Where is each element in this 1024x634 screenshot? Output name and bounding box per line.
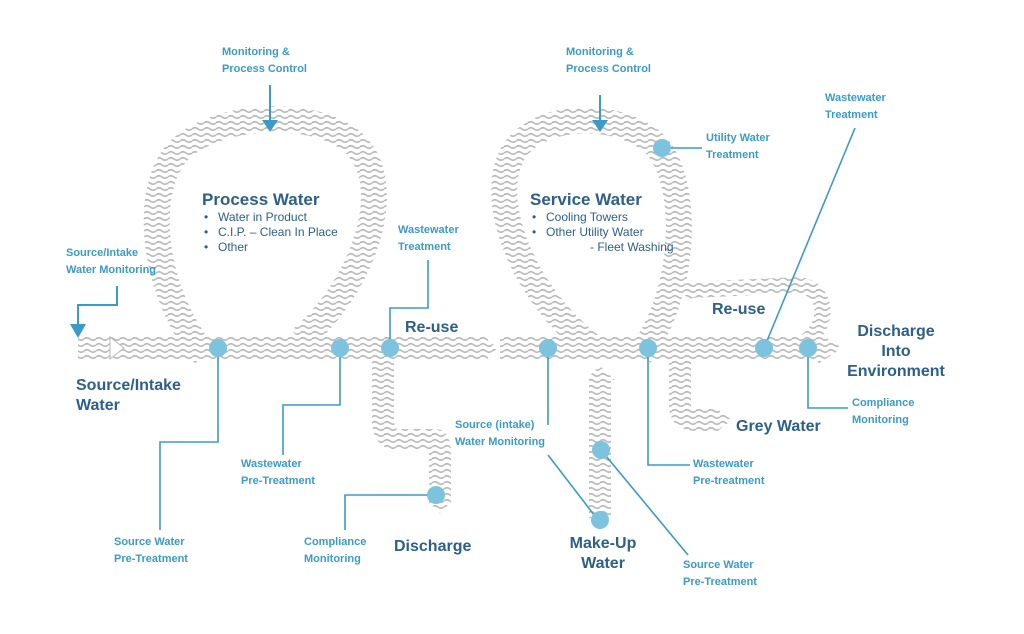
grey-water-label: Grey Water <box>736 418 821 435</box>
arrow-down-icon <box>262 120 278 132</box>
arrow-down-icon <box>70 324 86 338</box>
source-intake-monitoring-label: Source/Intake Water Monitoring <box>66 247 157 276</box>
discharge-environment-label: Discharge Into Environment <box>847 323 945 380</box>
source-water-pretreatment-label-right: Source Water Pre-Treatment <box>683 559 757 588</box>
process-water-title: Process Water <box>202 190 320 209</box>
node-makeup-pretreatment <box>592 441 610 459</box>
process-bullet: Water in Product <box>204 210 338 225</box>
service-water-title: Service Water <box>530 190 642 209</box>
utility-treatment-label: Utility Water Treatment <box>706 132 770 161</box>
discharge-label: Discharge <box>394 538 472 555</box>
wastewater-treatment-label-right: Wastewater Treatment <box>825 92 886 121</box>
node-wastewater-pretreatment-right <box>639 339 657 357</box>
service-water-bullets: Cooling Towers Other Utility Water <box>532 210 644 240</box>
flow-arrow-head-3 <box>818 332 842 364</box>
compliance-label-left: Compliance Monitoring <box>304 536 367 565</box>
monitoring-label-right: Monitoring & Process Control <box>566 46 651 75</box>
monitoring-arrows <box>70 85 608 338</box>
node-source-pretreatment <box>209 339 227 357</box>
grey-water-flow <box>669 360 732 432</box>
node-wastewater-treatment <box>381 339 399 357</box>
leader-lines <box>159 127 856 556</box>
compliance-label-right: Compliance Monitoring <box>852 397 915 426</box>
reuse-loop-right <box>676 276 831 353</box>
process-water-bullets: Water in Product C.I.P. – Clean In Place… <box>204 210 338 255</box>
source-water-pretreatment-label-left: Source Water Pre-Treatment <box>114 536 188 565</box>
monitoring-label-left: Monitoring & Process Control <box>222 46 307 75</box>
service-bullet: Cooling Towers <box>532 210 644 225</box>
reuse-label-right: Re-use <box>712 301 766 318</box>
flow-arrow-head-1 <box>109 335 125 361</box>
flow-band-left <box>78 337 488 359</box>
node-wastewater-pretreatment <box>331 339 349 357</box>
process-bullet: C.I.P. – Clean In Place <box>204 225 338 240</box>
node-source-intake-monitoring <box>539 339 557 357</box>
source-intake-water-label: Source/Intake Water <box>76 377 181 414</box>
process-bullet: Other <box>204 240 338 255</box>
wastewater-treatment-label-mid: Wastewater Treatment <box>398 224 459 253</box>
flow-arrow-head-2 <box>480 334 498 362</box>
source-intake-monitoring-label-mid: Source (intake) Water Monitoring <box>455 419 546 448</box>
node-compliance-right <box>799 339 817 357</box>
wastewater-pretreatment-label-left: Wastewater Pre-Treatment <box>241 458 315 487</box>
node-makeup-monitoring <box>591 511 609 529</box>
arrow-down-icon <box>592 120 608 132</box>
node-wastewater-treatment-right <box>755 339 773 357</box>
service-water-loop <box>491 107 692 363</box>
reuse-label-mid: Re-use <box>405 319 459 336</box>
process-water-loop <box>143 106 387 364</box>
node-utility-water-treatment <box>653 139 671 157</box>
service-sub-bullet: - Fleet Washing <box>590 240 674 254</box>
wastewater-pretreatment-label-right: Wastewater Pre-treatment <box>693 458 765 487</box>
makeup-water-label: Make-Up Water <box>569 535 637 572</box>
service-bullet: Other Utility Water <box>532 225 644 240</box>
nodes <box>209 139 817 529</box>
node-compliance-left <box>427 486 445 504</box>
